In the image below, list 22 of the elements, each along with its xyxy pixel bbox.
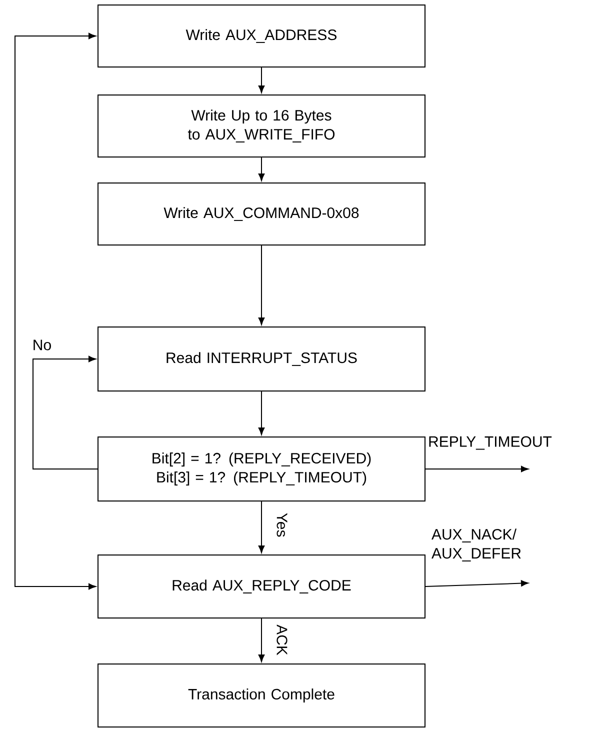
arrow xyxy=(258,391,265,436)
process-box: Write AUX_ADDRESS xyxy=(98,4,426,68)
arrow xyxy=(258,501,265,553)
arrow xyxy=(258,67,265,94)
arrow xyxy=(425,580,528,587)
process-box: Transaction Complete xyxy=(98,664,426,728)
process-box: Write AUX_COMMAND-0x08 xyxy=(98,182,426,246)
edge-label: AUX_NACK/ AUX_DEFER xyxy=(432,528,521,562)
arrow xyxy=(32,356,98,470)
arrow xyxy=(14,32,96,590)
process-box: Write Up to 16 Bytes to AUX_WRITE_FIFO xyxy=(98,94,426,158)
edge-label: REPLY_TIMEOUT xyxy=(429,436,552,450)
arrow xyxy=(258,618,265,662)
edge-label: No xyxy=(34,340,51,350)
process-box: Read AUX_REPLY_CODE xyxy=(98,554,426,618)
edge-label: Yes xyxy=(276,513,288,537)
arrow xyxy=(258,245,265,326)
arrow xyxy=(425,466,528,472)
process-box: Bit[2] = 1? (REPLY_RECEIVED) Bit[3] = 1? (REPLY_TIMEOUT) xyxy=(98,436,426,502)
process-box: Read INTERRUPT_STATUS xyxy=(98,326,426,392)
arrow xyxy=(258,157,265,182)
edge-label: ACK xyxy=(276,624,288,656)
